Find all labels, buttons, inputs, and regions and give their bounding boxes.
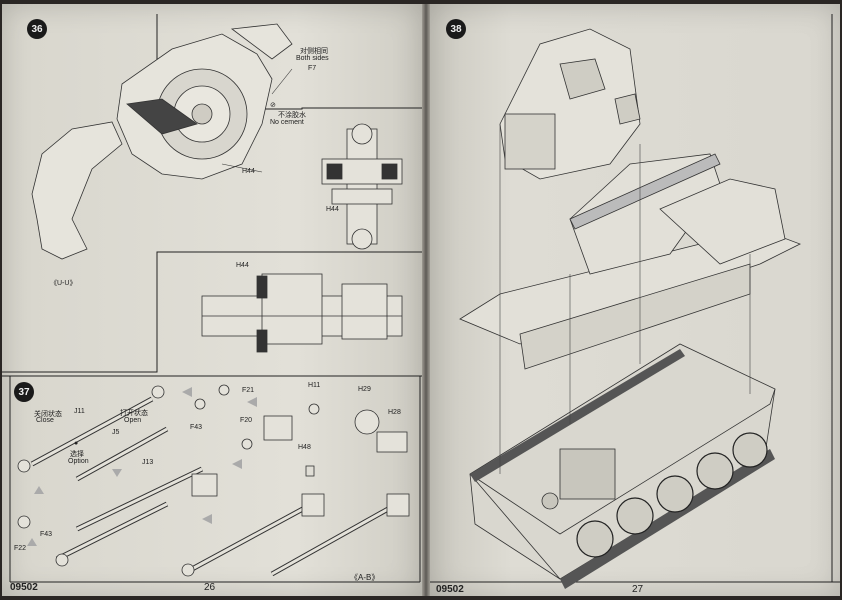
- step-38-badge: 38: [446, 19, 466, 39]
- part-label-f20: F20: [240, 417, 253, 424]
- step-37-badge: 37: [14, 382, 34, 402]
- document-code: 09502: [10, 582, 38, 593]
- divider-line: [2, 251, 422, 373]
- step37-arrows: [27, 387, 257, 546]
- close-label: Close: [36, 417, 54, 424]
- part-label-h28: H28: [388, 409, 401, 416]
- option-label-cn: 选择: [70, 451, 84, 458]
- both-sides-label: Both sides: [296, 55, 329, 62]
- no-cement-label-cn: 不涂胶水: [278, 112, 306, 119]
- part-label-j5: J5: [112, 429, 120, 436]
- left-page-drawings: [2, 14, 422, 583]
- both-sides-label-cn: 对侧相同: [300, 48, 328, 55]
- step37-drawings: [17, 384, 410, 577]
- part-label-h11: H11: [308, 382, 321, 389]
- assembly-guide-lines: [499, 124, 751, 474]
- part-label-f21: F21: [242, 387, 255, 394]
- part-label-h44: H44: [236, 262, 249, 269]
- step36-side-view: [201, 273, 403, 353]
- part-label-h48: H48: [298, 444, 311, 451]
- step-36-badge: 36: [27, 19, 47, 39]
- view-label-uu: 《U-U》: [50, 280, 77, 287]
- right-page-drawings: [430, 14, 840, 589]
- part-label-h44: H44: [326, 206, 339, 213]
- open-label: Open: [124, 417, 142, 424]
- part-label-f7: F7: [308, 65, 317, 72]
- part-label-j11: J11: [74, 408, 85, 415]
- step36-main-drawing: [31, 23, 293, 260]
- step36-top-view: [321, 123, 403, 250]
- part-label-h29: H29: [358, 386, 371, 393]
- page-number: 26: [204, 582, 216, 593]
- part-label-f43: F43: [190, 424, 203, 431]
- no-cement-icon: ⊘: [270, 102, 276, 109]
- left-page: 36 对侧相同 Both sides F7 ⊘ 不涂胶水 No cement H…: [2, 4, 422, 596]
- no-cement-label: No cement: [270, 119, 304, 126]
- hull-superstructure-drawing: [459, 153, 801, 370]
- open-label-cn: 打开状态: [120, 410, 148, 417]
- option-label: Option: [68, 458, 89, 465]
- part-label-h44: H44: [242, 168, 255, 175]
- part-label-j13: J13: [142, 459, 154, 466]
- option-icon: ●: [74, 440, 79, 447]
- right-page: 38 09502 27: [430, 4, 840, 596]
- part-label-f22: F22: [14, 545, 27, 552]
- cab-drawing: [499, 28, 641, 180]
- book-spine: [422, 4, 430, 596]
- part-label-f43: F43: [40, 531, 53, 538]
- page-number: 27: [632, 584, 644, 595]
- engine-drawing: [541, 448, 616, 510]
- road-wheels: [576, 432, 768, 558]
- document-code: 09502: [436, 584, 464, 595]
- view-label-ab: 《A-B》: [350, 573, 380, 582]
- close-label-cn: 关闭状态: [34, 411, 62, 418]
